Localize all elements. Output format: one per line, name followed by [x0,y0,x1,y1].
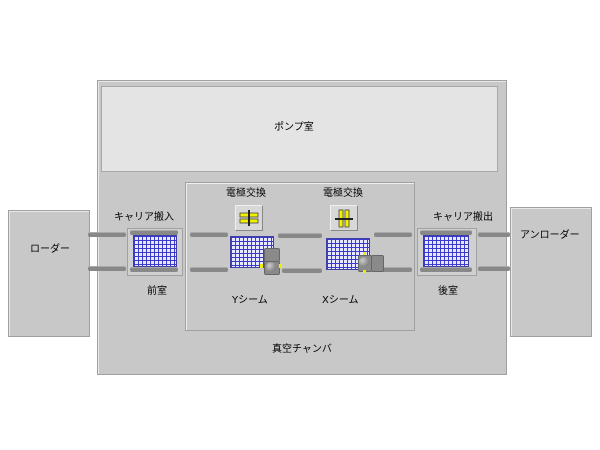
pump-room-label: ポンプ室 [274,122,314,133]
carrier-out-label: キャリア搬出 [433,212,493,223]
rear-rail-bottom [420,267,472,272]
seam-chamber [185,182,415,331]
rail-x-out-bottom [378,267,412,272]
rail-loader-bottom [88,266,126,271]
carrier-rear[interactable] [423,235,469,267]
unloader-label: アンローダー [520,230,580,241]
rail-loader-top [88,232,126,237]
rail-y-in-top [190,232,228,237]
rail-y-in-bottom [190,267,228,272]
x-electrode-tip [363,252,366,255]
y-electrode-tip [279,264,282,268]
loader-label: ローダー [30,244,70,255]
y-seam-head[interactable] [264,248,280,262]
x-roller-wheel-icon [359,257,369,267]
y-electrode-exchange-button[interactable] [235,205,263,231]
carrier-front[interactable] [133,235,177,267]
x-seam-head[interactable] [371,255,384,272]
unloader-station[interactable] [510,207,592,337]
x-exchange-label: 電極交換 [323,188,363,199]
rail-mid-bottom [282,268,322,273]
rail-unloader-bottom [478,266,510,271]
rail-unloader-top [478,232,510,237]
rail-mid-top [278,233,322,238]
x-electrode-tip [363,270,366,273]
y-electrode-icon [239,210,259,226]
vacuum-chamber-label: 真空チャンバ [272,344,332,355]
x-electrode-exchange-button[interactable] [330,205,358,231]
front-rail-bottom [130,267,178,272]
x-seam-label: Xシーム [322,295,359,306]
y-exchange-label: 電極交換 [226,188,266,199]
y-roller-wheel-icon [266,262,276,272]
pump-room[interactable] [101,86,498,172]
carrier-in-label: キャリア搬入 [114,212,174,223]
rail-x-out-top [374,232,412,237]
y-seam-label: Yシーム [232,295,268,306]
loader-station[interactable] [8,210,90,337]
rear-rail-top [420,230,472,235]
front-chamber-label: 前室 [147,286,167,297]
front-rail-top [130,230,178,235]
x-electrode-icon [335,209,353,228]
y-electrode-tip [260,264,263,268]
rear-chamber-label: 後室 [438,286,458,297]
